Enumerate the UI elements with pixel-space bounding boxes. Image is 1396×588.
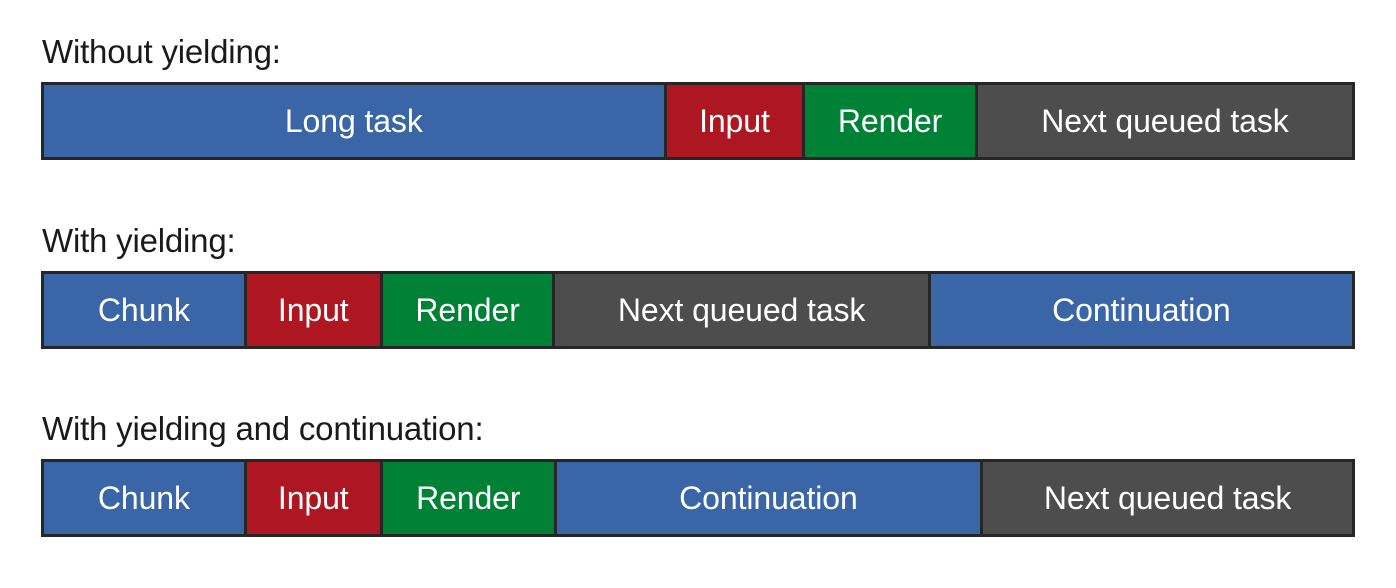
scenario-without-yielding: Without yielding: Long task Input Render… (41, 32, 1355, 160)
scenario-label: With yielding and continuation: (42, 410, 484, 447)
timeline-segment-render: Render (382, 274, 556, 346)
timeline-track: Chunk Input Render Next queued task Cont… (41, 271, 1355, 349)
timeline-segment-next-queued-task: Next queued task (983, 462, 1352, 534)
timeline-segment-input: Input (666, 85, 806, 157)
timeline-segment-render: Render (382, 462, 557, 534)
timeline-segment-render: Render (805, 85, 978, 157)
timeline-track: Long task Input Render Next queued task (41, 82, 1355, 160)
scenario-label: With yielding: (42, 222, 236, 259)
timeline-segment-chunk: Chunk (44, 274, 247, 346)
scenario-with-yielding-and-continuation: With yielding and continuation: Chunk In… (41, 409, 1355, 537)
scenario-label: Without yielding: (42, 33, 281, 70)
timeline-segment-continuation: Continuation (930, 274, 1352, 346)
timeline-segment-input: Input (246, 462, 383, 534)
scenario-with-yielding: With yielding: Chunk Input Render Next q… (41, 221, 1355, 349)
timeline-segment-long-task: Long task (44, 85, 667, 157)
timeline-segment-input: Input (246, 274, 383, 346)
timeline-segment-next-queued-task: Next queued task (977, 85, 1352, 157)
timeline-segment-next-queued-task: Next queued task (555, 274, 931, 346)
timeline-segment-chunk: Chunk (44, 462, 247, 534)
timeline-segment-continuation: Continuation (556, 462, 984, 534)
timeline-track: Chunk Input Render Continuation Next que… (41, 459, 1355, 537)
